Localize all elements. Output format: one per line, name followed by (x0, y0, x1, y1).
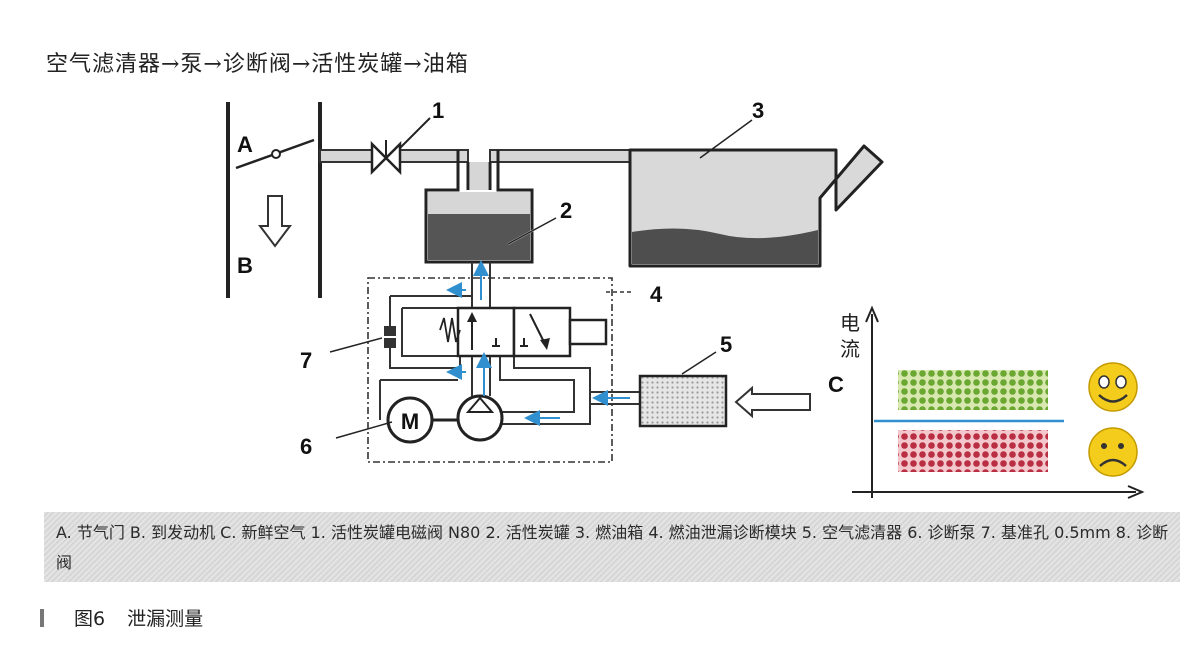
label-6: 6 (300, 434, 312, 459)
label-3: 3 (752, 98, 764, 123)
throttle-valve (235, 138, 315, 170)
label-2: 2 (560, 198, 572, 223)
y-axis-label-2: 流 (840, 337, 860, 361)
y-axis-label-1: 电 (840, 311, 860, 335)
label-C: C (828, 372, 844, 397)
label-5: 5 (720, 332, 732, 357)
label-4: 4 (650, 282, 663, 307)
legend-caption: A. 节气门 B. 到发动机 C. 新鲜空气 1. 活性炭罐电磁阀 N80 2.… (44, 512, 1180, 582)
current-graph: 电 流 (840, 305, 1145, 499)
diagram-heading: 空气滤清器→泵→诊断阀→活性炭罐→油箱 (46, 52, 469, 77)
fuel-tank (628, 144, 884, 268)
sad-face-icon (1088, 427, 1138, 477)
down-arrow-icon (258, 195, 292, 248)
legend-text: A. 节气门 B. 到发动机 C. 新鲜空气 1. 活性炭罐电磁阀 N80 2.… (56, 523, 1169, 572)
normal-current-band (898, 370, 1048, 410)
label-A: A (237, 132, 253, 157)
figure-caption: 图6 泄漏测量 (40, 604, 203, 631)
reference-orifice (384, 326, 396, 348)
leak-current-band (898, 430, 1048, 472)
label-7: 7 (300, 348, 312, 373)
purge-valve-icon (370, 140, 402, 176)
charcoal-canister (424, 150, 534, 264)
intake-duct (226, 102, 322, 298)
label-B: B (237, 253, 253, 278)
motor-label: M (401, 409, 419, 434)
figure-title: 泄漏测量 (127, 608, 204, 630)
air-filter (638, 374, 728, 428)
motor-icon: M (386, 396, 434, 444)
caption-bar-icon (40, 609, 44, 627)
diagnosis-valve (439, 306, 608, 358)
leak-test-diagram: A B 1 2 3 4 (226, 98, 1145, 499)
fresh-air-arrow-icon (734, 385, 811, 419)
pump-icon (456, 394, 504, 442)
figure-number: 图6 (74, 608, 106, 630)
flow-arrows (446, 260, 630, 426)
vapor-pipe (319, 149, 631, 163)
label-1: 1 (432, 98, 444, 123)
happy-face-icon (1088, 362, 1138, 412)
